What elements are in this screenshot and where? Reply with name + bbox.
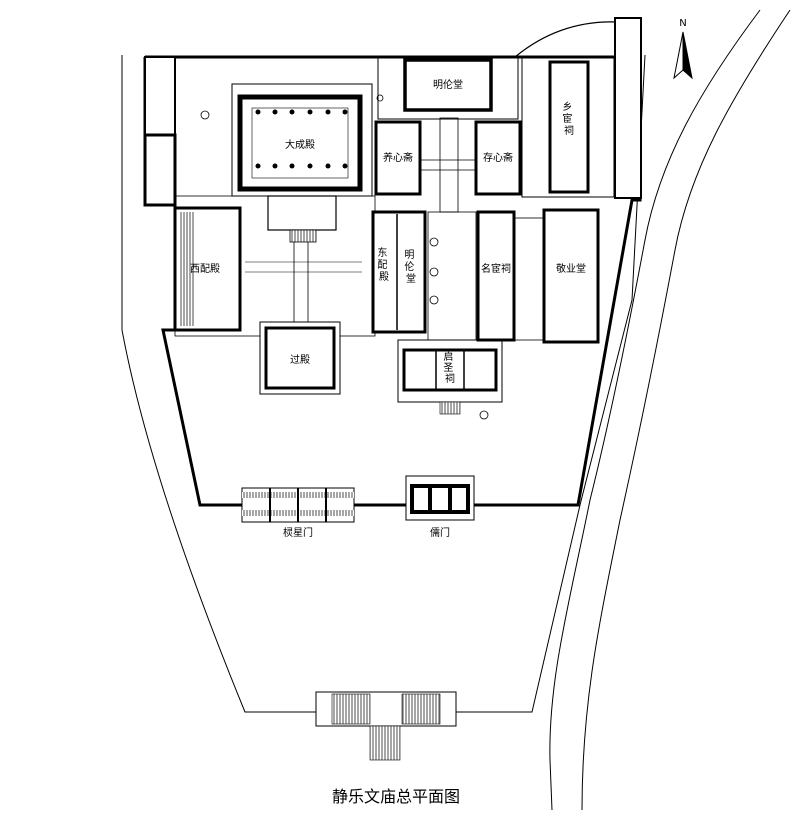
label-minghuan: 名宦祠 (481, 262, 511, 275)
building-yangxin: 养心斋 (374, 120, 422, 196)
tree-icon (200, 110, 210, 120)
platform (267, 195, 337, 231)
label-yangxin: 养心斋 (383, 151, 413, 164)
minglun-side-char-2: 伦 (404, 260, 414, 273)
building-dacheng: 大成殿 (237, 94, 363, 192)
river-bank-east (581, 9, 791, 811)
minglun-side-char-1: 明 (404, 249, 414, 261)
building-xipei: 西配殿 (173, 206, 242, 332)
qisheng-char-3: 祠 (445, 372, 455, 385)
central-path (293, 239, 309, 323)
east-wall-block (614, 17, 642, 199)
tree-icon (429, 295, 439, 305)
building-qisheng: 启 圣 祠 (397, 339, 503, 415)
building-jingye: 敬业堂 (542, 208, 600, 344)
label-guodian: 过殿 (290, 353, 310, 366)
gate-ru: 儒门 (405, 475, 475, 539)
north-label: N (679, 18, 686, 29)
label-minglun-top: 明伦堂 (433, 78, 463, 91)
label-dacheng: 大成殿 (285, 138, 315, 151)
minglun-side-char-3: 堂 (406, 273, 416, 285)
label-xiangxian: 乡 宦 祠 (562, 101, 575, 137)
building-minghuan: 名宦祠 (476, 210, 516, 342)
dongpei-char-1: 东 (377, 246, 387, 259)
tree-icon (376, 94, 384, 102)
west-room-north (144, 56, 176, 136)
building-cunxin: 存心斋 (474, 120, 522, 196)
xiangxian-char-1: 乡 (562, 101, 572, 113)
qisheng-char-2: 圣 (443, 362, 453, 374)
platform-steps (289, 229, 317, 243)
dongpei-char-3: 殿 (379, 271, 389, 283)
qisheng-char-1: 启 (443, 350, 453, 363)
label-xipei: 西配殿 (190, 263, 220, 275)
south-entrance (315, 691, 457, 761)
cross-path (439, 117, 459, 213)
side-passage (513, 217, 545, 341)
label-minglun-side: 明 伦 堂 (404, 249, 417, 285)
building-minglun-top: 明伦堂 (377, 56, 519, 120)
gate-lingxing: 棂星门 (241, 487, 355, 539)
wall-arc (514, 21, 618, 58)
building-guodian: 过殿 (259, 321, 341, 395)
north-arrow: N (673, 18, 693, 80)
label-qisheng: 启 圣 祠 (443, 350, 456, 385)
label-ru: 儒门 (430, 526, 450, 539)
site-boundary (121, 54, 646, 713)
north-arrow-icon (682, 31, 693, 80)
xiangxian-char-3: 祠 (564, 124, 574, 137)
building-dongpei: 东 配 殿 明 伦 堂 (371, 210, 427, 334)
west-room-south (143, 133, 177, 207)
xiangxian-char-2: 宦 (562, 112, 572, 125)
label-dongpei: 东 配 殿 (377, 246, 390, 283)
label-cunxin: 存心斋 (483, 151, 513, 164)
tree-icon (479, 410, 489, 420)
dongpei-char-2: 配 (377, 259, 387, 271)
building-xiangxian: 乡 宦 祠 (521, 56, 615, 198)
tree-symbols (200, 94, 489, 420)
label-lingxing: 棂星门 (283, 526, 313, 539)
tree-icon (429, 237, 439, 247)
label-jingye: 敬业堂 (556, 262, 586, 275)
tree-icon (429, 267, 439, 277)
plan-caption: 静乐文庙总平面图 (332, 787, 460, 806)
river-bank-west (549, 9, 761, 811)
